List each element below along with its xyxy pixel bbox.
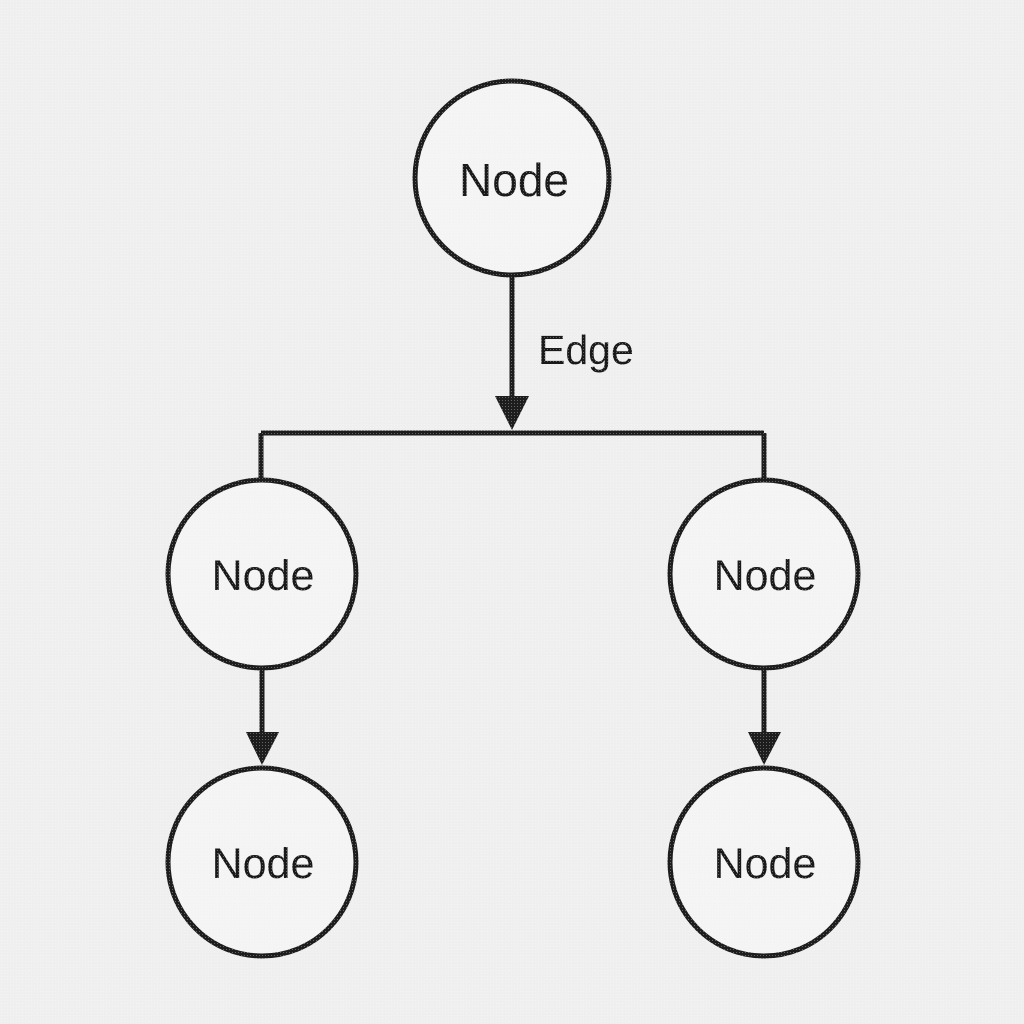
node-child-right-circle	[667, 477, 861, 671]
node-leaf-left-label: Node	[212, 840, 315, 888]
edge-child-right-to-leaf-right[interactable]	[748, 668, 781, 765]
edge-bus-branch[interactable]	[258, 430, 767, 481]
node-leaf-left-circle	[165, 765, 359, 959]
node-child-right-label: Node	[714, 552, 817, 600]
node-leaf-right[interactable]: Node	[667, 765, 861, 959]
edge-root-to-bus[interactable]	[495, 272, 529, 430]
edge-child-left-to-leaf-left[interactable]	[246, 668, 279, 765]
node-child-left-label: Node	[212, 552, 315, 600]
node-root-label: Node	[459, 154, 569, 206]
node-leaf-right-circle	[667, 765, 861, 959]
edge-child-right-to-leaf-right-arrowhead	[748, 732, 781, 765]
node-root-circle	[412, 78, 612, 278]
node-leaf-right-label: Node	[714, 840, 817, 888]
node-leaf-left[interactable]: Node	[165, 765, 359, 959]
node-root[interactable]: Node	[412, 78, 612, 278]
edge-child-left-to-leaf-left-arrowhead	[246, 732, 279, 765]
node-child-left[interactable]: Node	[165, 477, 359, 671]
node-child-right[interactable]: Node	[667, 477, 861, 671]
node-child-left-circle	[165, 477, 359, 671]
edge-label: Edge	[538, 327, 634, 373]
edge-root-to-bus-arrowhead	[495, 396, 529, 430]
